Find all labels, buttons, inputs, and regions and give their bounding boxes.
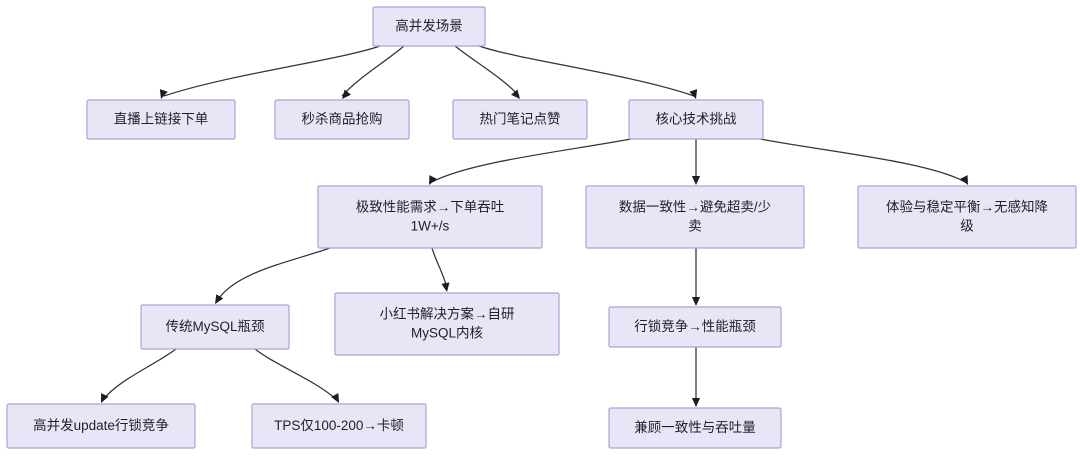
edge-line	[478, 45, 695, 97]
node-label: TPS仅100-200→卡顿	[274, 418, 404, 433]
edge-line	[431, 138, 632, 183]
edge-arrowhead	[342, 89, 351, 99]
node-label: 高并发场景	[395, 17, 463, 33]
flow-edge	[759, 138, 968, 185]
flow-node-n7[interactable]: 数据一致性→避免超卖/少卖	[585, 185, 805, 249]
edge-line	[102, 348, 177, 401]
edge-arrowhead	[429, 175, 437, 185]
node-label: 兼顾一致性与吞吐量	[634, 420, 756, 435]
flow-node-n10[interactable]: 小红书解决方案→自研 MySQL内核	[334, 292, 560, 356]
node-label-line: 热门笔记点赞	[480, 111, 561, 126]
flow-edge	[159, 45, 381, 99]
edge-line	[341, 45, 405, 97]
node-label: 高并发update行锁竞争	[33, 417, 169, 433]
flow-node-n14[interactable]: 兼顾一致性与吞吐量	[608, 407, 782, 449]
flow-edge	[429, 138, 632, 185]
node-box[interactable]	[86, 99, 236, 140]
node-label-line: 行锁竞争→性能瓶颈	[634, 318, 756, 334]
node-label: 行锁竞争→性能瓶颈	[634, 318, 756, 334]
node-label-line: 秒杀商品抢购	[302, 110, 383, 126]
flow-node-n6[interactable]: 极致性能需求→下单吞吐 1W+/s	[317, 185, 543, 249]
node-label-line: 传统MySQL瓶颈	[165, 319, 265, 334]
edge-arrowhead	[691, 297, 701, 306]
node-label: 核心技术挑战	[656, 111, 737, 126]
edge-line	[163, 45, 381, 97]
node-label-line: MySQL内核	[411, 325, 483, 340]
node-box[interactable]	[274, 99, 410, 140]
edge-arrowhead	[960, 175, 968, 185]
node-box[interactable]	[372, 6, 486, 47]
edge-arrowhead	[511, 89, 520, 99]
node-label-line: 核心技术挑战	[656, 111, 737, 126]
flow-edge	[691, 139, 701, 185]
edge-line	[431, 247, 448, 290]
flow-node-n1[interactable]: 高并发场景	[372, 6, 486, 47]
node-box[interactable]	[608, 306, 782, 348]
flow-node-n3[interactable]: 秒杀商品抢购	[274, 99, 410, 140]
edge-arrowhead	[215, 294, 224, 304]
node-label: 极致性能需求→下单吞吐 1W+/s	[356, 199, 505, 233]
node-label: 体验与稳定平衡→无感知降级	[886, 198, 1048, 233]
flow-edge	[254, 348, 339, 403]
flow-edge	[454, 45, 520, 99]
edge-line	[216, 247, 331, 302]
flow-node-n11[interactable]: 行锁竞争→性能瓶颈	[608, 306, 782, 348]
edge-line	[454, 45, 520, 97]
flow-edge	[215, 247, 331, 304]
node-box[interactable]	[251, 403, 427, 449]
flow-node-n8[interactable]: 体验与稳定平衡→无感知降级	[857, 185, 1077, 249]
node-label-line: 级	[960, 218, 974, 233]
edge-arrowhead	[441, 282, 450, 292]
node-label: 传统MySQL瓶颈	[165, 319, 265, 334]
flow-edge	[691, 248, 701, 306]
node-label-line: 高并发场景	[395, 17, 463, 33]
flow-node-n13[interactable]: TPS仅100-200→卡顿	[251, 403, 427, 449]
node-label: 小红书解决方案→自研 MySQL内核	[380, 305, 515, 340]
node-label-line: 1W+/s	[411, 218, 450, 233]
node-box[interactable]	[608, 407, 782, 449]
node-box[interactable]	[317, 185, 543, 249]
node-box[interactable]	[334, 292, 560, 356]
edge-arrowhead	[691, 176, 701, 185]
edge-arrowhead	[689, 89, 698, 99]
node-box[interactable]	[628, 99, 764, 140]
flow-node-n4[interactable]: 热门笔记点赞	[452, 99, 588, 140]
node-label-line: 卖	[688, 218, 702, 233]
flow-edge	[691, 347, 701, 407]
flow-node-n12[interactable]: 高并发update行锁竞争	[6, 403, 196, 449]
node-label-line: 直播上链接下单	[114, 110, 209, 126]
edge-arrowhead	[331, 393, 339, 403]
flow-node-n5[interactable]: 核心技术挑战	[628, 99, 764, 140]
flow-node-n9[interactable]: 传统MySQL瓶颈	[140, 304, 290, 350]
node-box[interactable]	[585, 185, 805, 249]
flow-node-n2[interactable]: 直播上链接下单	[86, 99, 236, 140]
node-label-line: 兼顾一致性与吞吐量	[634, 420, 756, 435]
node-label: 秒杀商品抢购	[302, 110, 383, 126]
node-label: 热门笔记点赞	[480, 111, 561, 126]
edge-line	[254, 348, 338, 401]
node-box[interactable]	[452, 99, 588, 140]
node-label-line: TPS仅100-200→卡顿	[274, 418, 404, 433]
edges-layer	[101, 45, 968, 407]
node-label-line: 高并发update行锁竞争	[33, 417, 169, 433]
flow-edge	[478, 45, 698, 99]
node-box[interactable]	[857, 185, 1077, 249]
edge-arrowhead	[691, 398, 701, 407]
flow-edge	[341, 45, 405, 99]
node-box[interactable]	[140, 304, 290, 350]
edge-arrowhead	[101, 393, 109, 403]
flow-edge	[431, 247, 450, 292]
node-label: 数据一致性→避免超卖/少卖	[619, 199, 771, 233]
edge-arrowhead	[159, 89, 168, 99]
edge-line	[759, 138, 966, 183]
flow-edge	[101, 348, 177, 403]
node-label-line: 极致性能需求→下单吞吐	[356, 199, 505, 214]
node-box[interactable]	[6, 403, 196, 449]
node-label-line: 小红书解决方案→自研	[380, 305, 515, 321]
node-label-line: 数据一致性→避免超卖/少	[619, 199, 771, 214]
node-label: 直播上链接下单	[114, 110, 209, 126]
node-label-line: 体验与稳定平衡→无感知降	[886, 198, 1048, 214]
